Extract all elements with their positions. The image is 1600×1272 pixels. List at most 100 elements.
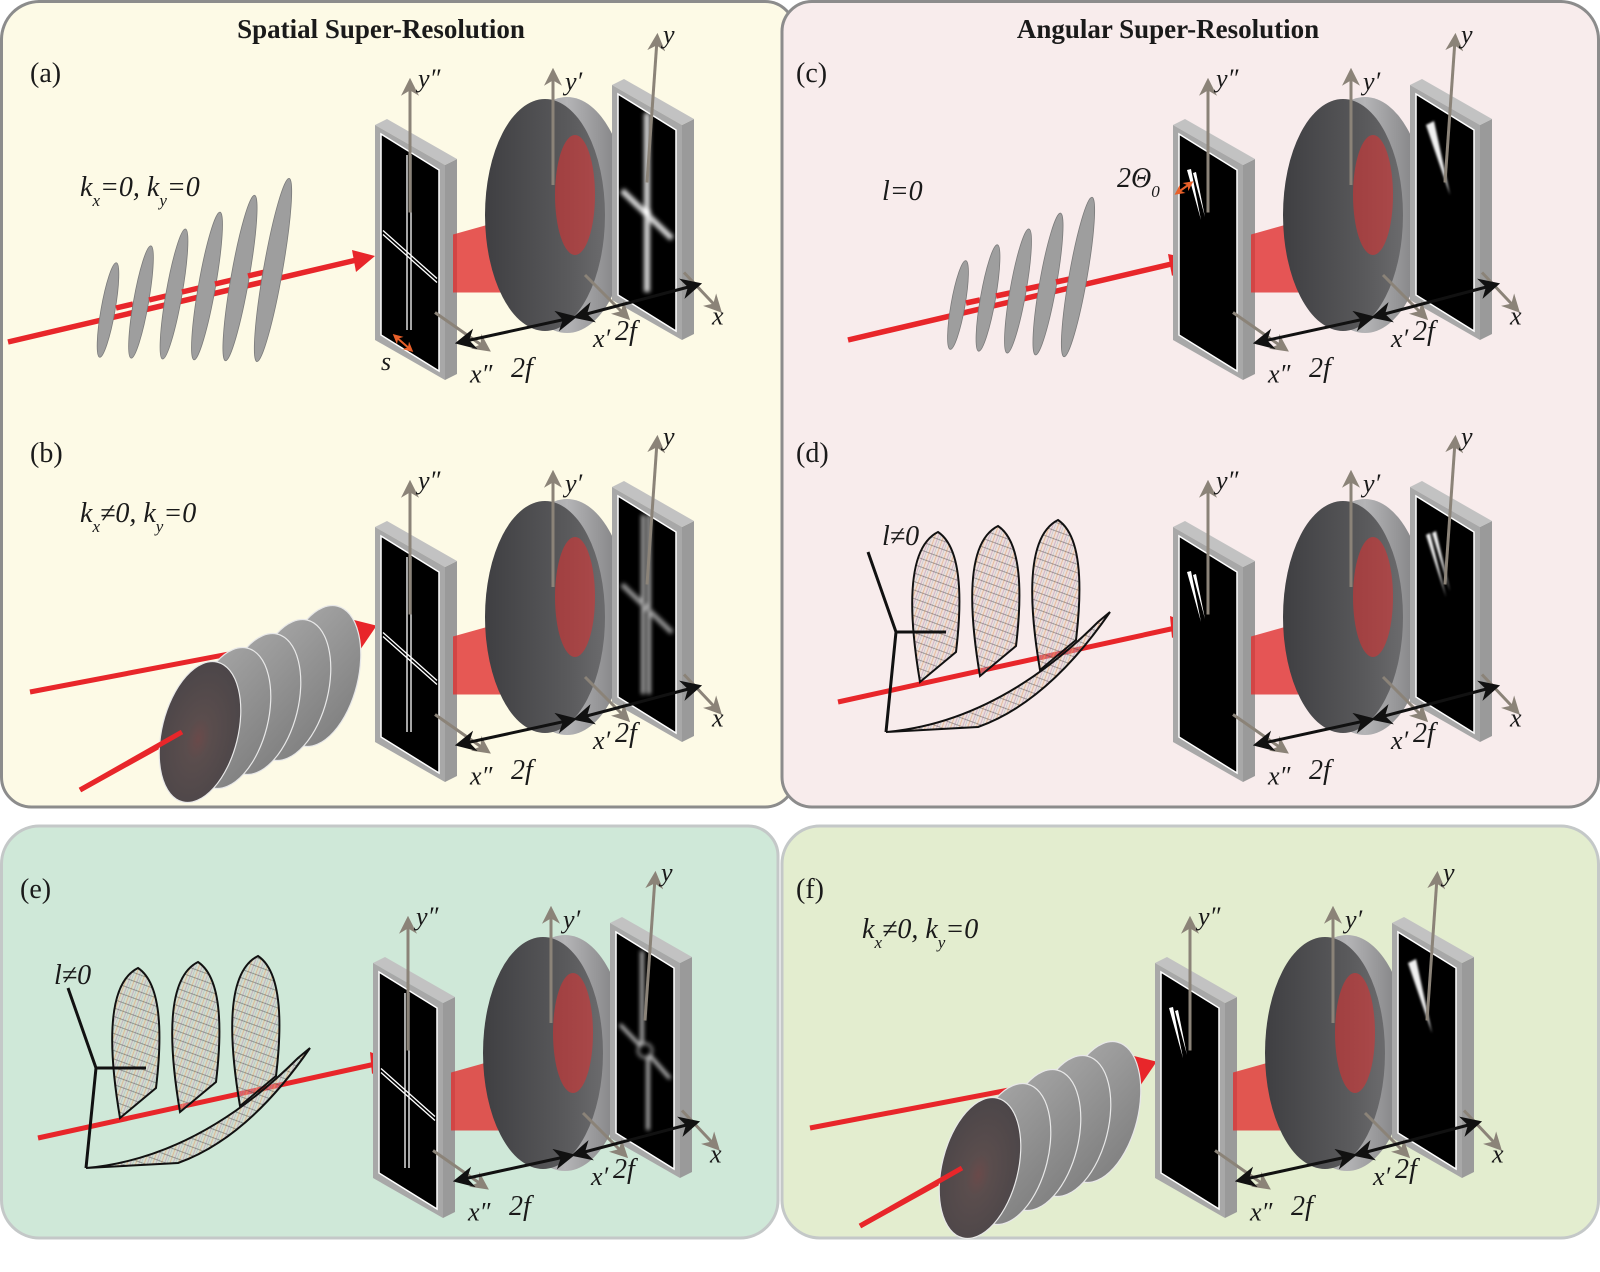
incident-beam bbox=[837, 624, 1181, 705]
screen-frame-top bbox=[375, 119, 457, 165]
wavefront-disc bbox=[1004, 228, 1032, 354]
beam-segment bbox=[181, 285, 200, 295]
distance-label-2: 2f bbox=[1413, 718, 1438, 749]
angular-slit-1 bbox=[1169, 1007, 1183, 1058]
beam-segment bbox=[1055, 276, 1071, 285]
distance-label-1: 2f bbox=[1309, 755, 1334, 786]
incident-beam bbox=[37, 1060, 381, 1141]
screen-frame-side bbox=[1480, 119, 1492, 340]
beam-arrowhead bbox=[352, 250, 375, 272]
distance-arrow-2 bbox=[572, 680, 703, 725]
input-y-label: y″ bbox=[1213, 64, 1240, 93]
screen-frame-side bbox=[682, 119, 694, 340]
lens-beam-overlay bbox=[555, 537, 595, 657]
column-title-spatial: Spatial Super-Resolution bbox=[237, 14, 525, 44]
distance-arrow-2 bbox=[1352, 1116, 1483, 1161]
input-y-label: y″ bbox=[415, 64, 442, 93]
screen-frame-side bbox=[1462, 957, 1474, 1178]
screen-surface bbox=[380, 534, 440, 775]
output-y-axis bbox=[1443, 32, 1464, 183]
beam-segment bbox=[995, 290, 1011, 299]
lens-x-label: x′ bbox=[592, 726, 611, 755]
wavefront-disc bbox=[96, 262, 120, 358]
lens-x-label: x′ bbox=[592, 324, 611, 353]
input-x-label: x″ bbox=[1267, 762, 1292, 791]
incident-beam bbox=[7, 255, 366, 345]
input-x-label: x″ bbox=[469, 762, 494, 791]
wavefront-disc bbox=[222, 194, 258, 362]
screen-frame-top bbox=[373, 957, 455, 1003]
tilted-wave-source bbox=[29, 604, 378, 804]
wavefront-disc bbox=[158, 660, 242, 804]
wavefront-disc bbox=[947, 260, 969, 350]
lens-y-label: y′ bbox=[1342, 905, 1363, 934]
panel-label: (a) bbox=[30, 58, 61, 89]
slit-horizontal-2 bbox=[382, 636, 438, 685]
lens-beam-overlay bbox=[1353, 135, 1393, 255]
slit-horizontal-1 bbox=[382, 632, 438, 681]
tilted-wave-source bbox=[809, 1040, 1158, 1240]
output-x-label: x bbox=[709, 1140, 722, 1169]
lens-x-label: x′ bbox=[1390, 324, 1409, 353]
wavefront-disc bbox=[159, 228, 189, 360]
lens bbox=[1283, 499, 1427, 735]
angular-slit-2 bbox=[1175, 1010, 1187, 1055]
screen-frame-side bbox=[680, 957, 692, 1178]
helical-wave-source bbox=[837, 518, 1193, 733]
screen-frame-top bbox=[1173, 119, 1255, 165]
input-y-label: y″ bbox=[415, 466, 442, 495]
panel-label: (c) bbox=[796, 58, 827, 89]
screen-surface bbox=[1178, 132, 1238, 373]
input-y-label: y″ bbox=[1195, 902, 1222, 931]
helix-edge bbox=[866, 551, 946, 733]
lens bbox=[483, 935, 627, 1171]
output-y-axis bbox=[643, 870, 664, 1021]
output-screen bbox=[1410, 79, 1492, 340]
distance-arrow-1 bbox=[454, 712, 578, 752]
lens bbox=[1283, 97, 1427, 333]
output-y-axis bbox=[645, 32, 666, 183]
condition-label: kx≠0, ky=0 bbox=[80, 498, 196, 536]
input-y-label: y″ bbox=[1213, 466, 1240, 495]
angle-label: 2Θ0 bbox=[1117, 163, 1160, 201]
distance-label-2: 2f bbox=[613, 1154, 638, 1185]
angular-lobe-1 bbox=[1426, 533, 1446, 597]
condition-label: kx=0, ky=0 bbox=[80, 172, 200, 210]
screen-surface bbox=[1415, 494, 1475, 735]
distance-label-1: 2f bbox=[1291, 1191, 1316, 1222]
screen-surface bbox=[1160, 970, 1220, 1211]
input-y-label: y″ bbox=[413, 902, 440, 931]
distance-label-2: 2f bbox=[1395, 1154, 1420, 1185]
distance-label-2: 2f bbox=[1413, 316, 1438, 347]
vortex-ring bbox=[637, 1042, 653, 1059]
output-y-axis bbox=[1425, 870, 1446, 1021]
lens-beam-overlay bbox=[555, 135, 595, 255]
slit-horizontal-1 bbox=[382, 230, 438, 279]
distance-arrow-1 bbox=[1252, 310, 1376, 350]
beam-segment bbox=[148, 293, 167, 303]
screen-frame-top bbox=[375, 521, 457, 567]
distance-arrow-1 bbox=[454, 310, 578, 350]
screen-surface bbox=[1178, 534, 1238, 775]
angular-slit-1 bbox=[1187, 571, 1201, 622]
slit-horizontal-2 bbox=[380, 1072, 436, 1121]
wavefront-disc bbox=[1032, 212, 1064, 356]
output-y-label: y bbox=[1458, 20, 1473, 49]
beam-entering bbox=[78, 729, 184, 793]
helix-loop bbox=[971, 524, 1021, 678]
distance-arrow-1 bbox=[452, 1148, 576, 1188]
distance-arrow-2 bbox=[570, 1116, 701, 1161]
lens-y-label: y′ bbox=[562, 67, 583, 96]
input-screen bbox=[373, 957, 455, 1218]
wavefront-disc bbox=[191, 211, 223, 361]
fringe-horizontal-left bbox=[618, 1023, 643, 1048]
condition-label: l≠0 bbox=[54, 960, 91, 991]
wavefront-disc bbox=[253, 177, 293, 363]
distance-arrow-2 bbox=[572, 278, 703, 323]
input-x-label: x″ bbox=[467, 1198, 492, 1227]
output-y-label: y bbox=[660, 20, 675, 49]
slit-spacing-arrow bbox=[392, 334, 414, 352]
slit-horizontal-2 bbox=[382, 234, 438, 283]
